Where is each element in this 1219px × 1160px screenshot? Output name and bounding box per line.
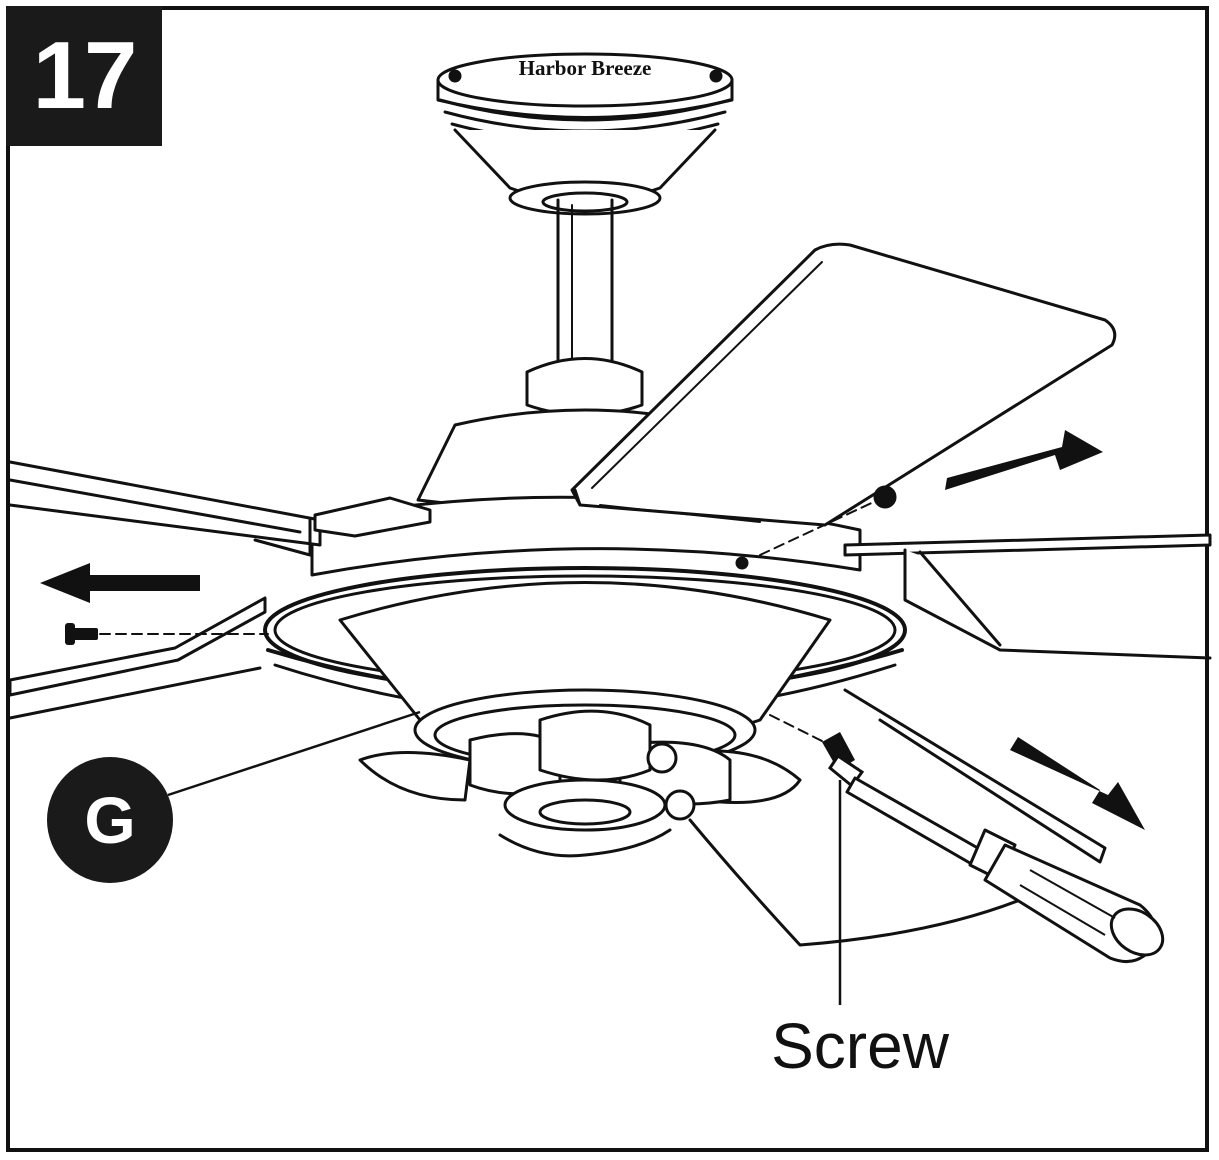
callout-g: G [47, 757, 173, 883]
hub-screw-hole [737, 558, 747, 568]
brand-logo-text: Harbor Breeze [519, 56, 652, 80]
screw-left [65, 623, 98, 645]
arrow-left-icon [40, 563, 200, 603]
screw-label: Screw [771, 1010, 950, 1082]
fan-blade-right-back [572, 244, 1115, 525]
arrow-up-right-icon [945, 430, 1103, 490]
light-kit [360, 690, 800, 856]
screw-back-right [875, 487, 895, 507]
step-number-badge: 17 [6, 6, 162, 146]
fan-blade-left-front [10, 598, 265, 718]
downrod [527, 200, 642, 415]
svg-text:G: G [84, 783, 135, 857]
